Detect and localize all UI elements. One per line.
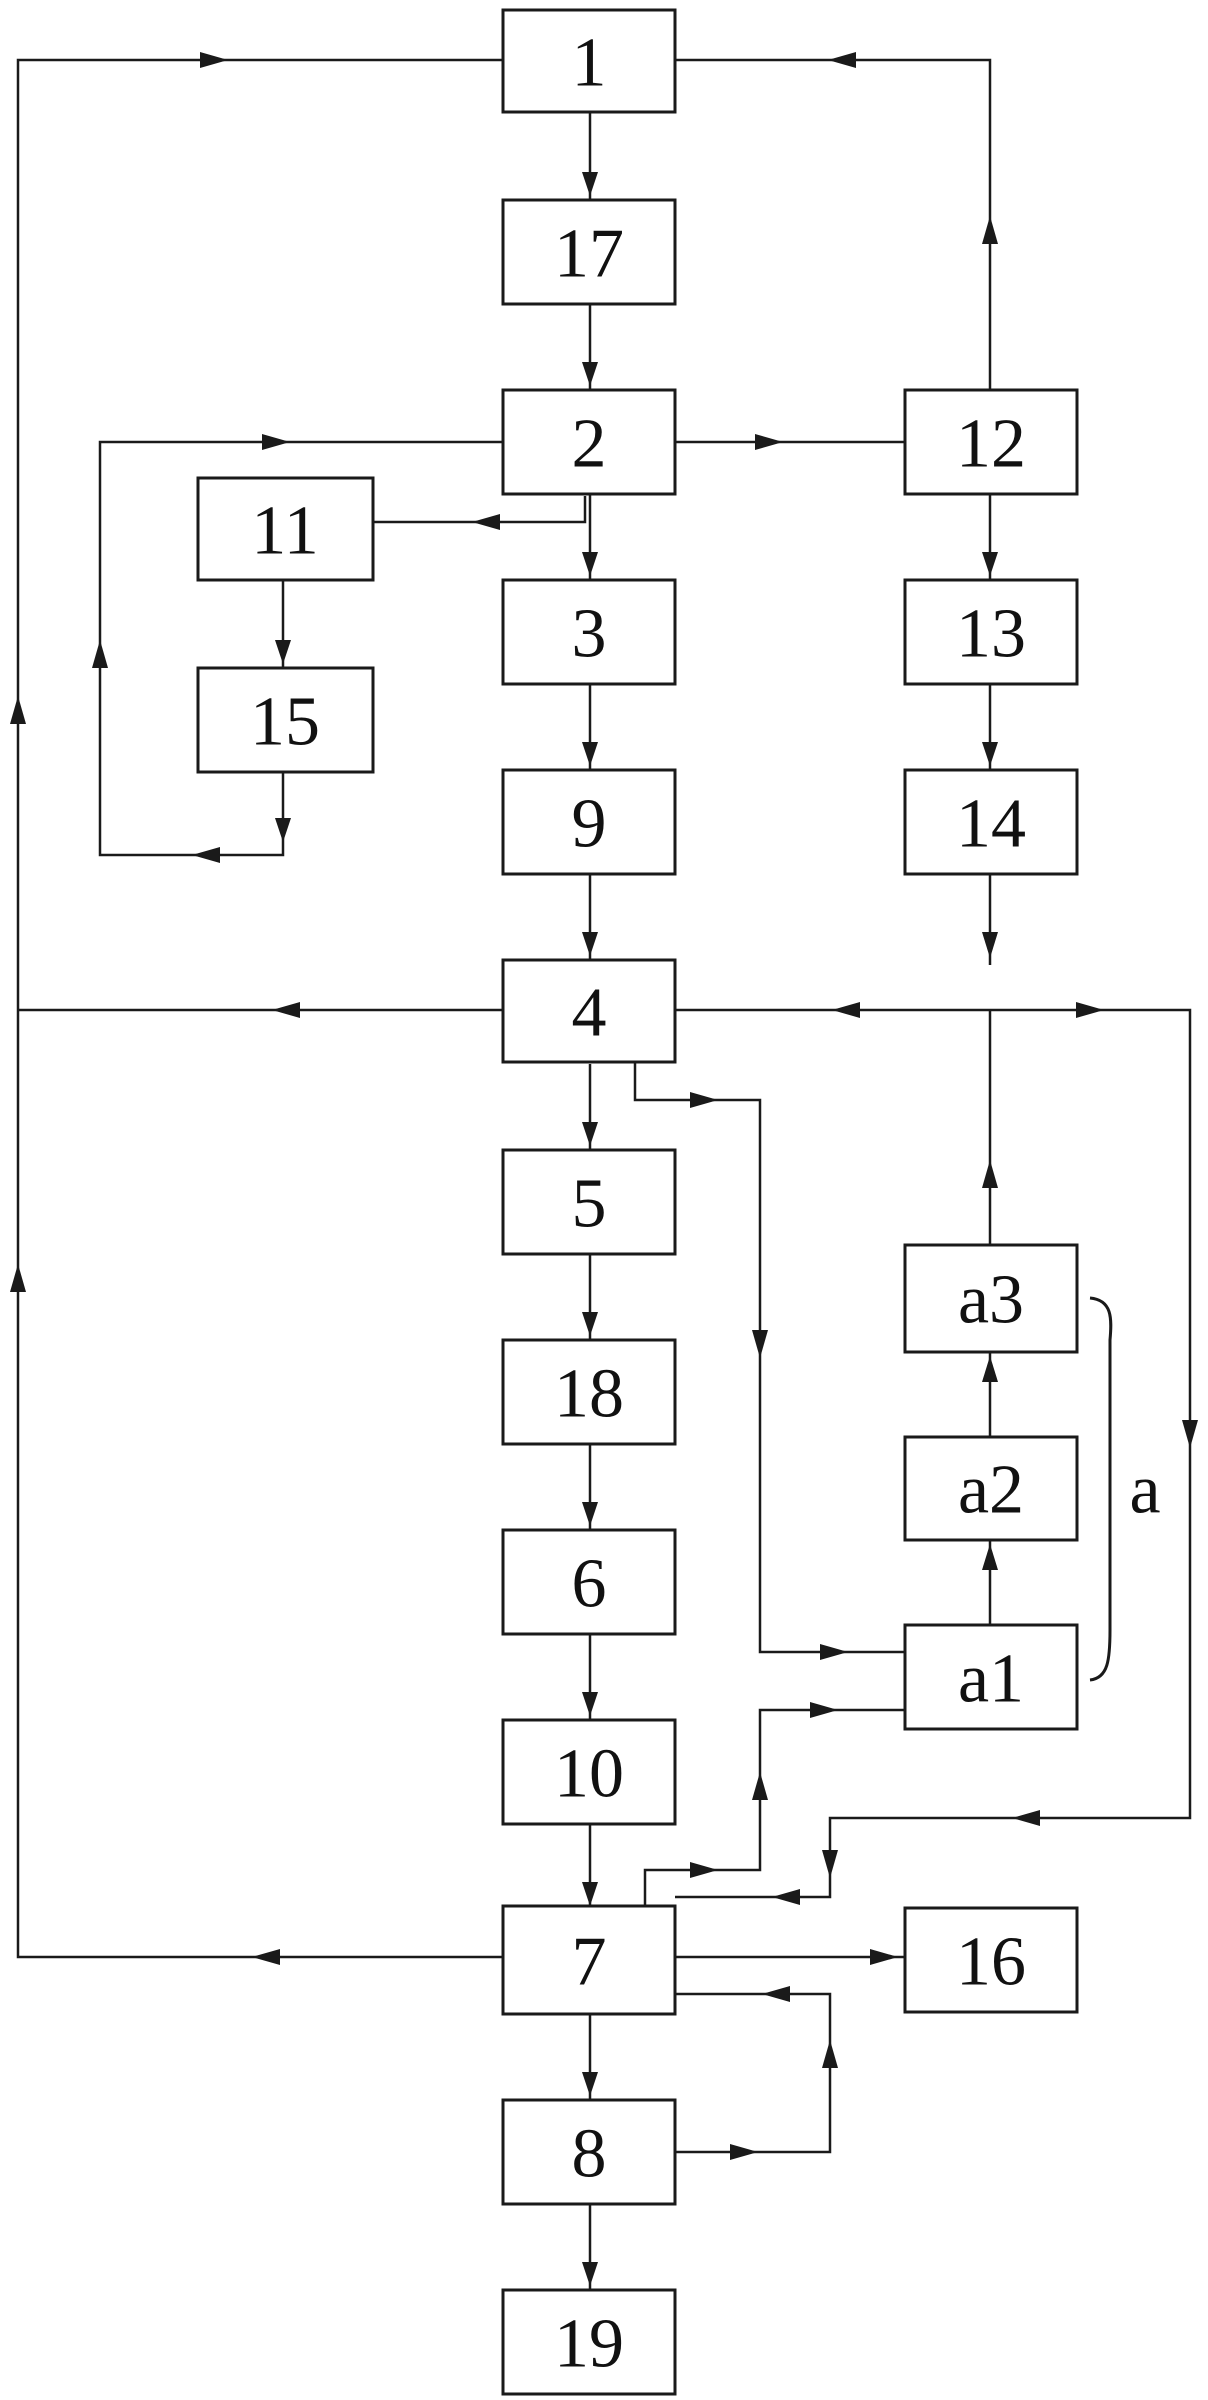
node-9-label: 9 [572, 786, 607, 863]
node-7: 7 [501, 1904, 677, 2016]
node-11: 11 [196, 476, 375, 582]
arrow-heads [10, 52, 1198, 2286]
node-11-label: 11 [251, 493, 318, 570]
group-a-bracket: a [1089, 1296, 1161, 1682]
node-12-label: 12 [956, 406, 1026, 483]
node-14-label: 14 [956, 786, 1026, 863]
node-3: 3 [501, 578, 677, 686]
node-10-label: 10 [554, 1736, 624, 1813]
node-a1-label: a1 [958, 1641, 1024, 1718]
node-4: 4 [501, 958, 677, 1064]
node-a1: a1 [903, 1623, 1079, 1731]
node-13: 13 [903, 578, 1079, 686]
node-2: 2 [501, 388, 677, 496]
node-2-label: 2 [572, 406, 607, 483]
node-1: 1 [501, 8, 677, 114]
node-10: 10 [501, 1718, 677, 1826]
node-14: 14 [903, 768, 1079, 876]
node-15: 15 [196, 666, 375, 774]
node-7-label: 7 [572, 1924, 607, 2001]
node-a3: a3 [903, 1243, 1079, 1354]
node-1-label: 1 [572, 25, 607, 102]
node-15-label: 15 [250, 684, 320, 761]
node-6: 6 [501, 1528, 677, 1636]
node-a2: a2 [903, 1435, 1079, 1542]
node-19-label: 19 [554, 2306, 624, 2383]
node-4-label: 4 [572, 975, 607, 1052]
node-16-label: 16 [956, 1924, 1026, 2001]
node-6-label: 6 [572, 1546, 607, 1623]
node-5-label: 5 [572, 1166, 607, 1243]
node-8-label: 8 [572, 2116, 607, 2193]
node-a3-label: a3 [958, 1262, 1024, 1339]
node-3-label: 3 [572, 596, 607, 673]
node-a2-label: a2 [958, 1452, 1024, 1529]
node-16: 16 [903, 1906, 1079, 2014]
node-17-label: 17 [554, 216, 624, 293]
node-9: 9 [501, 768, 677, 876]
group-a-label: a [1129, 1452, 1160, 1529]
node-18: 18 [501, 1338, 677, 1446]
node-13-label: 13 [956, 596, 1026, 673]
node-12: 12 [903, 388, 1079, 496]
node-18-label: 18 [554, 1356, 624, 1433]
node-8: 8 [501, 2098, 677, 2206]
node-17: 17 [501, 198, 677, 306]
node-5: 5 [501, 1148, 677, 1256]
node-19: 19 [501, 2288, 677, 2396]
